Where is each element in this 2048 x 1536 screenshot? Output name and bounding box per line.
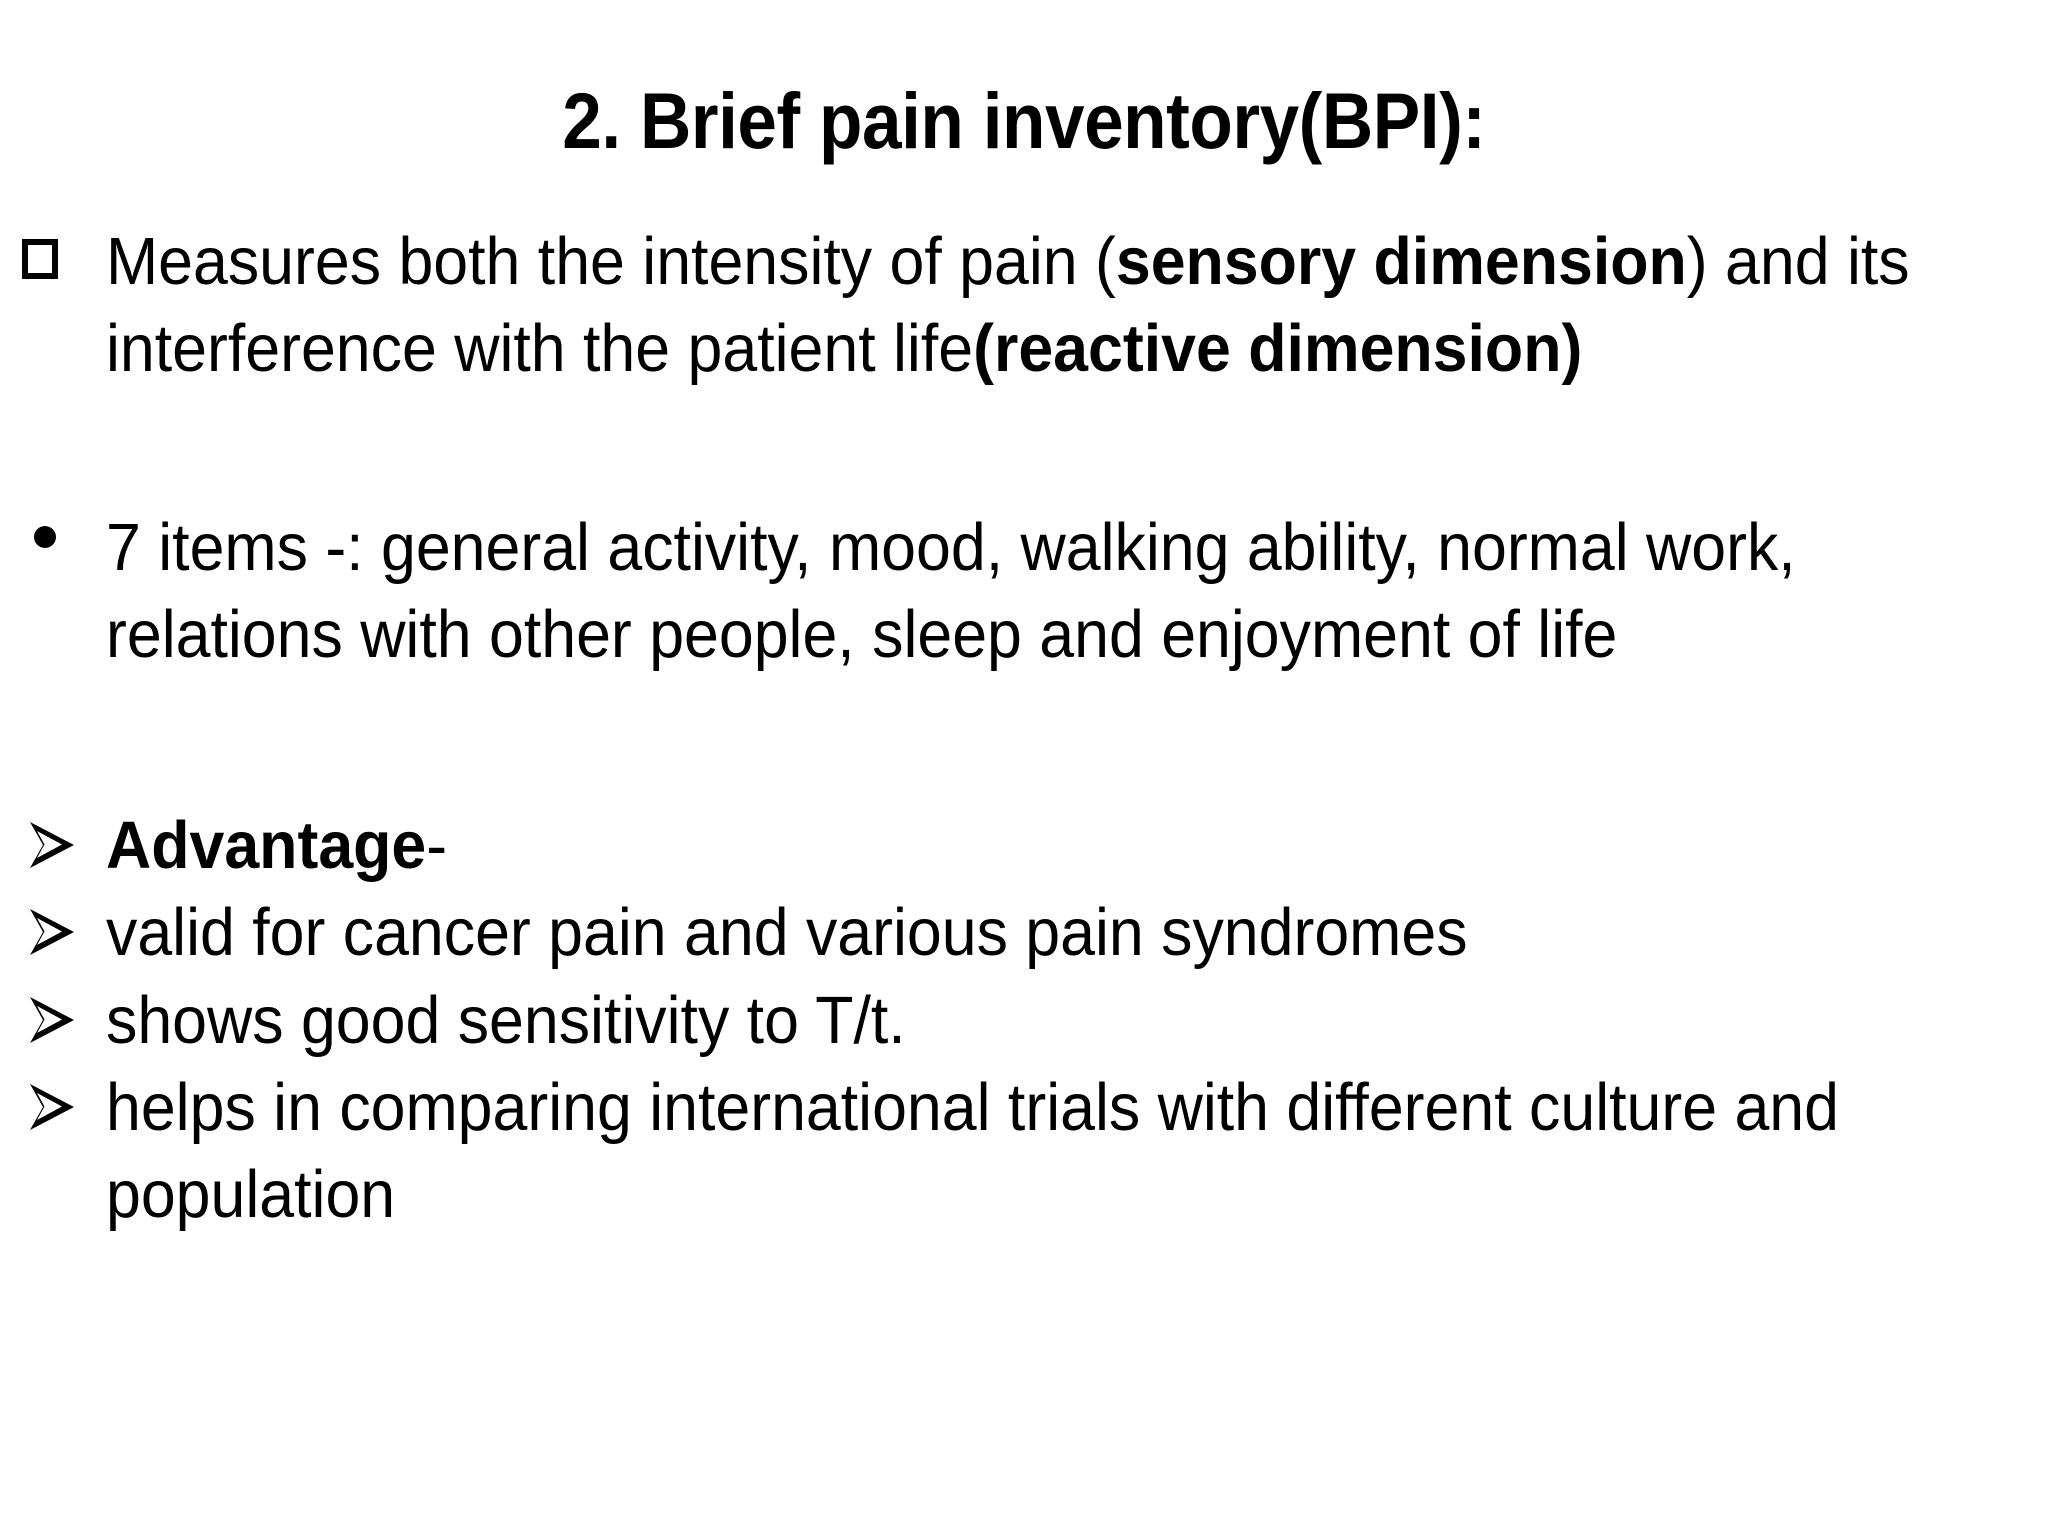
square-checkbox-icon [22, 239, 66, 286]
run-advantage-dash: - [426, 808, 448, 884]
arrowhead-bullet-glyph [30, 1083, 74, 1130]
bullet-paragraph-advantage-text: Advantage- [106, 802, 2035, 889]
arrowhead-bullet-icon [24, 903, 80, 961]
arrowhead-bullet-icon [24, 991, 80, 1049]
run-measures-intro: Measures both the intensity of pain ( [106, 224, 1116, 299]
run-interference: ) and its interference with the patient … [106, 224, 1910, 387]
bullet-paragraph-valid-cancer-pain-text: valid for cancer pain and various pain s… [106, 895, 1468, 971]
arrowhead-bullet-glyph [30, 909, 74, 956]
slide-body: Measures both the intensity of pain (sen… [14, 218, 2034, 1238]
arrowhead-bullet-icon [24, 1078, 80, 1136]
arrowhead-bullet-icon [24, 816, 80, 874]
bullet-paragraph-seven-items-text: 7 items -: general activity, mood, walki… [106, 510, 1796, 673]
paragraph-spacer-1 [14, 392, 2034, 504]
slide-title-text: 2. Brief pain inventory(BPI): [562, 75, 1486, 165]
run-sensory-dimension: sensory dimension [1115, 224, 1687, 299]
run-advantage: Advantage [106, 808, 427, 884]
bullet-paragraph-advantage: Advantage- [14, 802, 2034, 889]
slide-title: 2. Brief pain inventory(BPI): [0, 79, 2048, 163]
bullet-paragraph-sensitivity-text: shows good sensitivity to T/t. [106, 982, 906, 1058]
bullet-paragraph-sensitivity: shows good sensitivity to T/t. [14, 977, 2034, 1064]
bullet-paragraph-international-trials-text: helps in comparing international trials … [106, 1069, 1839, 1232]
square-checkbox-face [22, 239, 58, 279]
round-bullet-icon [34, 526, 56, 549]
run-reactive-dimension: (reactive dimension) [973, 311, 1583, 387]
paragraph-spacer-2 [14, 678, 2034, 802]
bullet-paragraph-valid-cancer-pain: valid for cancer pain and various pain s… [14, 889, 2034, 976]
bullet-paragraph-international-trials: helps in comparing international trials … [14, 1064, 2034, 1238]
arrowhead-bullet-glyph [30, 996, 74, 1043]
bullet-paragraph-measures: Measures both the intensity of pain (sen… [14, 218, 2034, 392]
bullet-paragraph-measures-text: Measures both the intensity of pain (sen… [106, 218, 2035, 392]
bullet-paragraph-seven-items: 7 items -: general activity, mood, walki… [14, 504, 2034, 678]
arrowhead-bullet-glyph [30, 822, 74, 869]
